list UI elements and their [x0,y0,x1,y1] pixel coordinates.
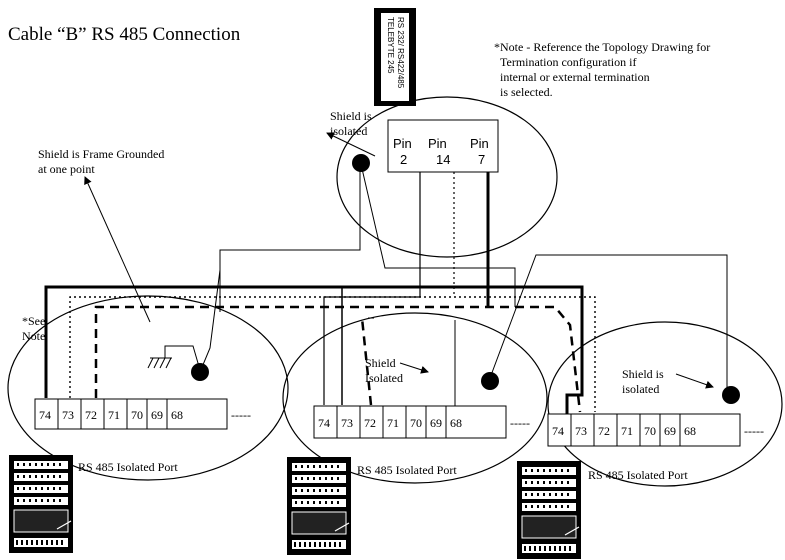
terminal-68: 68 [171,408,183,422]
note-line-1: *Note - Reference the Topology Drawing f… [494,40,710,54]
see-note-line1: *See [22,314,45,328]
frame-ground-label-line1: Shield is Frame Grounded [38,147,164,161]
terminal-more: ----- [510,416,530,430]
terminal-71: 71 [621,424,633,438]
top-shield-dot [352,154,370,172]
left-shield-dot [191,363,209,381]
port-label-right: RS 485 Isolated Port [588,468,688,482]
terminal-68: 68 [684,424,696,438]
terminal-72: 72 [364,416,376,430]
terminal-71: 71 [387,416,399,430]
pin-block: Pin 2 Pin 14 Pin 7 [387,119,499,173]
pin-14-number: 14 [436,152,450,167]
pin-7-label: Pin [470,136,489,151]
middle-shield-label-line2: Isolated [365,371,403,385]
terminal-70: 70 [131,408,143,422]
middle-port-ellipse [282,312,548,484]
pin-7-number: 7 [478,152,485,167]
terminal-block-left: 74 73 72 71 70 69 68 ----- [34,398,251,430]
middle-shield-label-line1: Shield [365,356,396,370]
top-shield-label-line2: isolated [330,124,367,138]
top-shield-arrow [326,132,376,157]
right-shield-dot [722,386,740,404]
frame-ground-icon [147,345,201,371]
device-ellipse [336,96,558,258]
port-label-middle: RS 485 Isolated Port [357,463,457,477]
left-port-ellipse [7,295,289,481]
pin-2-number: 2 [400,152,407,167]
terminal-73: 73 [62,408,74,422]
device-rack-icon-right [517,461,581,559]
device-rack-icon-middle [287,457,351,555]
right-shield-label-line1: Shield is [622,367,664,381]
termination-note: *Note - Reference the Topology Drawing f… [494,40,710,99]
terminal-68: 68 [450,416,462,430]
port-label-left: RS 485 Isolated Port [78,460,178,474]
middle-shield-arrow [399,362,429,374]
note-line-4: is selected. [500,85,553,99]
pin-2-label: Pin [393,136,412,151]
terminal-73: 73 [575,424,587,438]
telebyte-device: TELEBYTE 245 RS 232/ RS422/485 [374,8,416,106]
right-shield-arrow [675,373,714,389]
terminal-69: 69 [151,408,163,422]
terminal-73: 73 [341,416,353,430]
right-port-ellipse [547,321,783,487]
terminal-74: 74 [318,416,330,430]
diagram-title: Cable “B” RS 485 Connection [8,24,241,45]
note-line-2: Termination configuration if [500,55,636,69]
frame-ground-label-line2: at one point [38,162,95,176]
device-rack-icon-left [9,455,73,553]
middle-shield-dot [481,372,499,390]
terminal-71: 71 [108,408,120,422]
terminal-69: 69 [430,416,442,430]
frame-ground-arrow [84,176,151,323]
terminal-more: ----- [231,408,251,422]
terminal-69: 69 [664,424,676,438]
terminal-74: 74 [552,424,564,438]
note-line-3: internal or external termination [500,70,650,84]
top-shield-label-line1: Shield is [330,109,372,123]
terminal-block-right: 74 73 72 71 70 69 68 ----- [547,413,764,447]
terminal-block-middle: 74 73 72 71 70 69 68 ----- [313,405,530,439]
terminal-70: 70 [644,424,656,438]
device-label-line2: RS 232/ RS422/485 [396,17,405,89]
device-label-line1: TELEBYTE 245 [386,17,395,74]
right-shield-label-line2: isolated [622,382,659,396]
terminal-70: 70 [410,416,422,430]
terminal-74: 74 [39,408,51,422]
terminal-more: ----- [744,424,764,438]
pin-14-label: Pin [428,136,447,151]
terminal-72: 72 [85,408,97,422]
see-note-line2: Note [22,329,45,343]
terminal-72: 72 [598,424,610,438]
